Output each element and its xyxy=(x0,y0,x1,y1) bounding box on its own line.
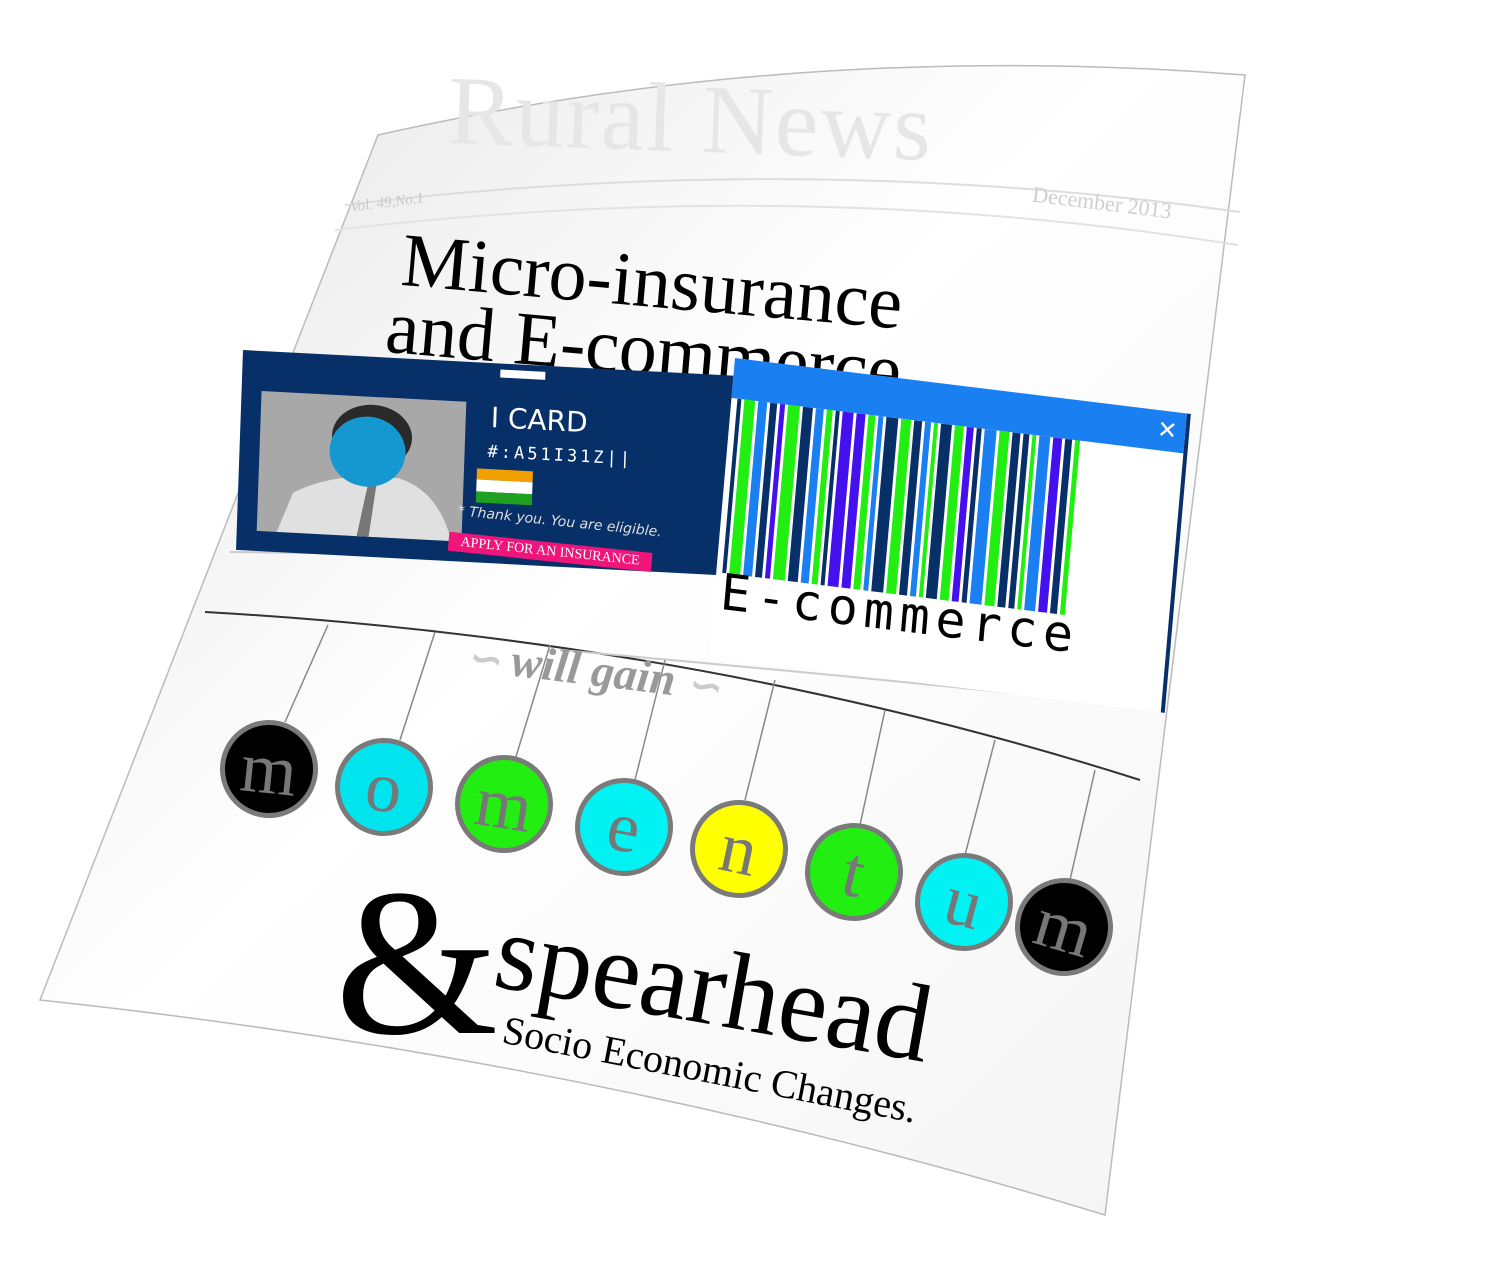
masthead-title: Rural News xyxy=(446,57,936,182)
card-slot xyxy=(500,369,546,380)
swirl-ornament-icon: ∽ xyxy=(464,633,503,683)
close-icon[interactable]: ✕ xyxy=(1156,415,1179,446)
swirl-ornament-icon: ∽ xyxy=(683,660,723,710)
letter: o xyxy=(360,744,408,830)
hanger-bar xyxy=(204,611,1141,781)
person-photo xyxy=(256,391,467,542)
card-title: I CARD xyxy=(490,401,589,440)
letter: n xyxy=(713,806,765,892)
letter: t xyxy=(834,830,874,914)
ecommerce-window: ✕ E-commerce xyxy=(708,358,1191,713)
person-icon xyxy=(276,404,452,542)
letter: e xyxy=(600,784,648,870)
letter: m xyxy=(470,760,538,848)
hanger-strings xyxy=(284,624,1096,881)
letter: m xyxy=(236,726,302,812)
ampersand: & xyxy=(335,847,499,1079)
letter: m xyxy=(1025,880,1103,974)
india-flag-icon xyxy=(475,468,533,506)
letter: u xyxy=(936,858,992,946)
masthead-rule xyxy=(334,204,1239,246)
id-card: I CARD #:A51I31Z|| * Thank you. You are … xyxy=(236,350,738,576)
card-number: #:A51I31Z|| xyxy=(487,441,634,470)
masthead-rule xyxy=(344,178,1241,213)
